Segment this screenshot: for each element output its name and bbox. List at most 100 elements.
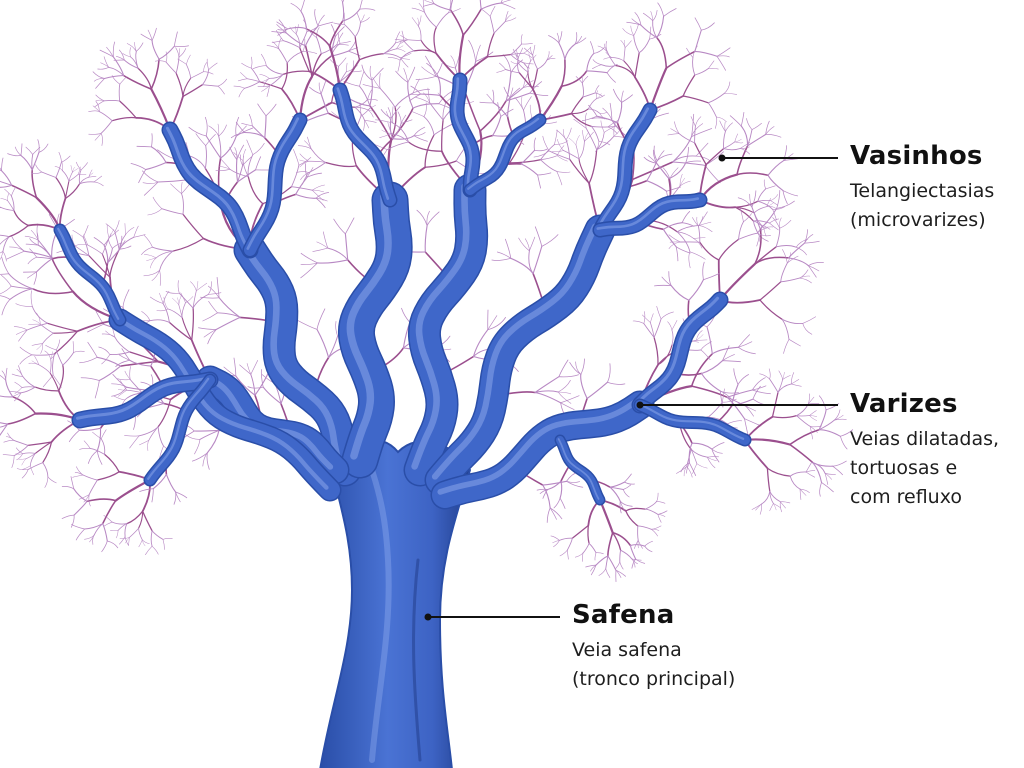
capillary-twig [533,137,536,151]
capillary-twig [345,217,355,235]
capillary-twig [119,537,130,539]
capillary-twig [11,186,17,197]
vasinhos-leader-dot [718,154,726,162]
capillary-twig [622,484,632,490]
capillary-twig [612,531,622,551]
varizes-leader-dot [636,401,644,409]
capillary-twig [700,22,715,31]
varicose-branch-highlight [467,117,540,190]
capillary-twig [387,107,392,119]
capillary-twig [306,112,329,122]
capillary-twig [135,42,144,52]
capillary-twig [736,172,769,177]
capillary-twig [218,297,241,318]
capillary-twig [172,237,205,252]
vasinhos-description: Telangiectasias (microvarizes) [850,177,994,235]
capillary-twig [0,169,2,172]
safena-description: Veia safena (tronco principal) [572,636,735,694]
capillary-twig [574,552,584,558]
capillary-twig [578,141,585,160]
capillary-twig [68,429,80,443]
capillary-twig [0,206,2,208]
capillary-twig [114,231,120,251]
capillary-twig [34,441,53,454]
capillary-twig [532,54,538,70]
varicose-branch [592,192,708,238]
varicose-branch-highlight [114,315,329,490]
capillary-twig [670,128,680,134]
capillary-twig [523,47,534,56]
capillary-twig [738,221,744,240]
capillary-twig [707,456,717,461]
capillary-twig [450,0,454,11]
capillary-twig [194,439,201,455]
varicose-branch [337,181,413,479]
capillary-twig [757,199,771,202]
capillary-twig [31,343,43,346]
capillary-twig [100,62,109,68]
capillary-twig [198,327,217,330]
capillary-twig [423,116,435,136]
capillary-twig [694,50,718,57]
capillary-twig [734,139,742,143]
capillary-twig [692,217,699,227]
capillary-twig [26,271,37,279]
capillary-twig [607,363,611,383]
capillary-twig [94,100,105,108]
capillary-twig [354,36,361,61]
capillary-twig [505,92,531,102]
capillary-twig [656,305,662,320]
capillary-twig [155,250,174,259]
capillary-twig [362,119,365,131]
capillary-twig [165,290,180,294]
varicose-branch-body [594,104,656,236]
capillary-twig [530,54,537,62]
capillary-twig [722,354,735,362]
capillary-twig [429,102,444,121]
capillary-twig [150,58,160,90]
capillary-twig [305,28,331,47]
capillary-twig [472,329,489,358]
capillary-twig [510,61,520,64]
capillary-twig [754,228,762,265]
saphenous-trunk [319,439,472,768]
capillary-twig [551,150,564,153]
capillary-twig [286,51,304,64]
capillary-twig [175,491,181,503]
capillary-twig [763,226,774,229]
capillary-twig [671,329,674,346]
capillary-twig [129,379,143,394]
capillary-twig [360,17,370,23]
capillary-twig [369,105,392,141]
capillary-twig [840,429,854,437]
capillary-twig [337,32,341,44]
capillary-twig [112,374,127,388]
varicose-branch [631,291,729,414]
capillary-twig [737,197,753,208]
capillary-twig [752,385,761,400]
capillary-twig [640,24,658,39]
capillary-twig [235,116,240,137]
capillary-twig [804,234,814,244]
capillary-twig [581,82,584,98]
capillary-twig [149,296,164,304]
capillary-twig [175,47,180,58]
capillary-twig [215,316,241,330]
capillary-twig [119,75,128,85]
capillary-twig [557,391,572,395]
capillary-twig [97,66,110,70]
capillary-twig [500,0,512,4]
capillary-twig [100,438,106,455]
capillary-twig [574,32,578,45]
capillary-twig [31,171,43,174]
capillary-twig [505,72,512,102]
capillary-twig [623,47,626,62]
capillary-twig [396,41,401,50]
capillary-twig [111,386,127,397]
capillary-twig [152,196,163,210]
capillary-twig [68,171,73,182]
capillary-twig [590,125,609,128]
capillary-twig [88,172,94,178]
capillary-twig [138,169,147,184]
